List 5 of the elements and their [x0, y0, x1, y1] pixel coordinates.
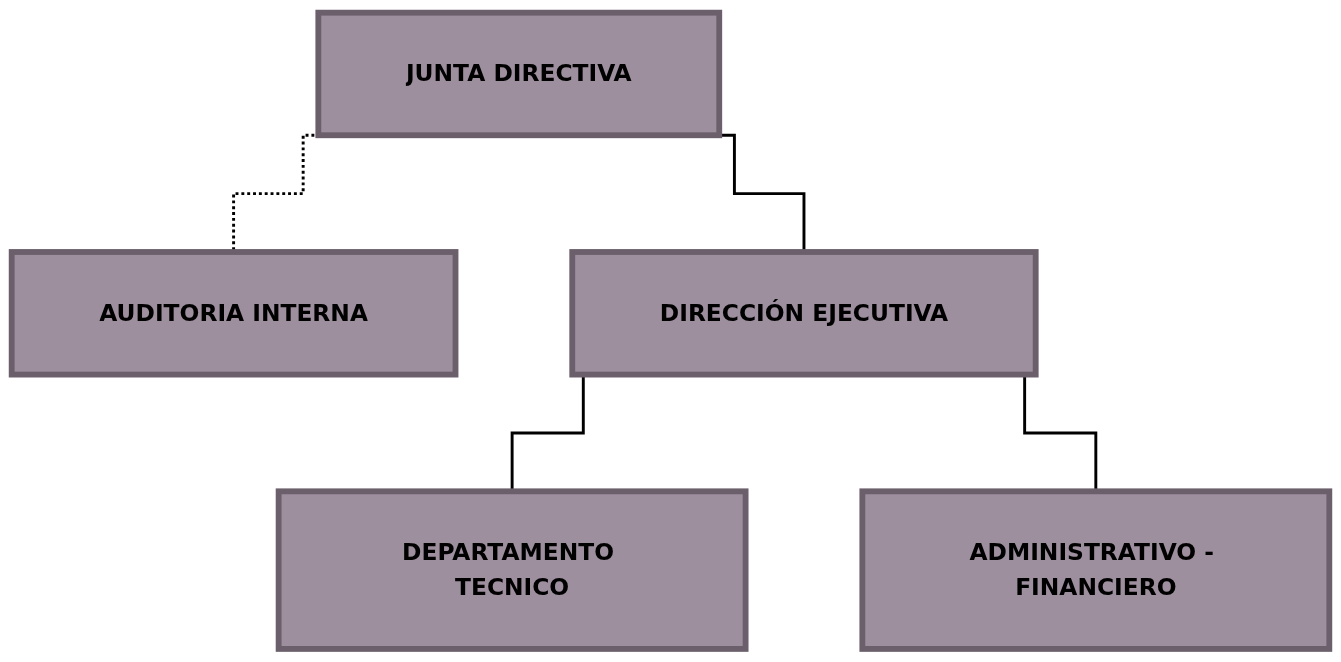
node-box: DEPARTAMENTO TECNICO [275, 488, 749, 653]
node-box: DIRECCIÓN EJECUTIVA [569, 249, 1039, 378]
node-box: ADMINISTRATIVO - FINANCIERO [859, 488, 1333, 653]
node-box: AUDITORIA INTERNA [8, 249, 459, 378]
node-box: JUNTA DIRECTIVA [315, 9, 723, 139]
